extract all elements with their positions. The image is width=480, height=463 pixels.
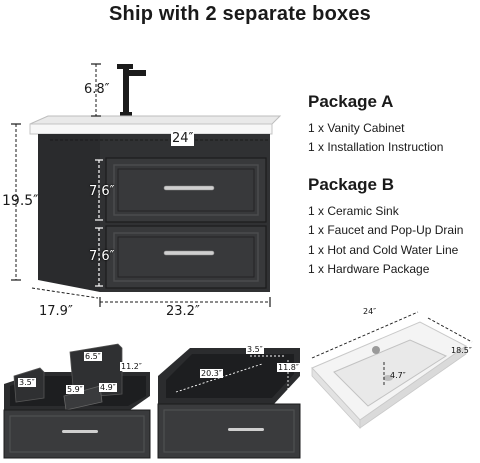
lower-drawer-width-label: 20.3″ xyxy=(200,369,223,378)
lower-drawer-height-label: 11.8″ xyxy=(277,363,300,372)
sink-width-label: 24″ xyxy=(171,131,195,146)
package-b-item: 1 x Faucet and Pop-Up Drain xyxy=(308,223,464,237)
package-b-heading: Package B xyxy=(308,175,394,194)
bottom-drawer-height-label: 7.6″ xyxy=(89,249,115,264)
upper-drawer-dim-e: 4.9″ xyxy=(99,383,117,392)
upper-drawer-dim-b: 6.5″ xyxy=(84,352,102,361)
ceramic-sink-illustration xyxy=(311,311,473,430)
sink-basin-depth-label: 4.7″ xyxy=(390,371,406,380)
package-b-item: 1 x Hardware Package xyxy=(308,262,430,276)
total-height-label: 19.5″ xyxy=(2,193,39,209)
upper-drawer-dim-a: 3.5″ xyxy=(18,378,36,387)
lower-drawer-illustration xyxy=(157,348,301,459)
package-b-item: 1 x Hot and Cold Water Line xyxy=(308,243,459,257)
faucet-height-label: 6.8″ xyxy=(84,82,110,97)
package-a-item: 1 x Vanity Cabinet xyxy=(308,121,405,135)
sink-width-dim-label: 24″ xyxy=(363,307,377,316)
upper-drawer-dim-d: 5.9″ xyxy=(66,385,84,394)
sink-depth-dim-label: 18.5″ xyxy=(451,346,472,355)
depth-label: 17.9″ xyxy=(39,304,73,319)
lower-drawer-depth-label: 3.5″ xyxy=(246,345,264,354)
bottom-drawer xyxy=(105,225,267,289)
faucet-icon xyxy=(117,64,146,118)
cabinet-width-label: 23.2″ xyxy=(166,304,200,319)
top-drawer-height-label: 7.6″ xyxy=(89,184,115,199)
package-a-item: 1 x Installation Instruction xyxy=(308,140,444,154)
cabinet-side xyxy=(38,134,100,292)
bottom-drawer-handle xyxy=(163,250,215,256)
top-drawer-handle xyxy=(163,185,215,191)
upper-drawer-dim-c: 11.2″ xyxy=(120,362,143,371)
package-b-item: 1 x Ceramic Sink xyxy=(308,204,399,218)
page-title: Ship with 2 separate boxes xyxy=(109,3,371,25)
package-a-heading: Package A xyxy=(308,92,394,111)
countertop xyxy=(29,115,282,125)
